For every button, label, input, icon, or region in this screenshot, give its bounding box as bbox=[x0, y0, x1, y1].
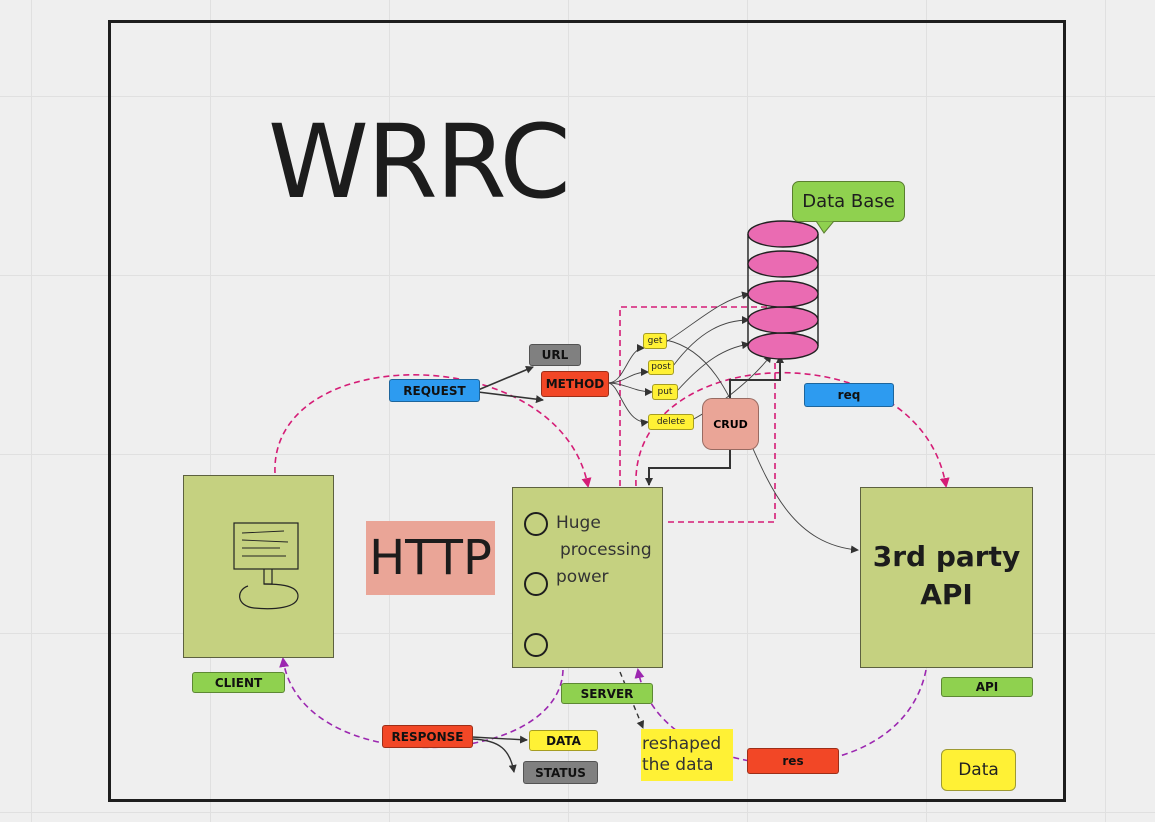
reshaped-note: reshaped the data bbox=[641, 729, 733, 781]
api-tag: API bbox=[941, 677, 1033, 697]
request-tag: REQUEST bbox=[389, 379, 480, 402]
request-flow-arrow bbox=[274, 374, 592, 488]
bullet-circle-icon bbox=[524, 572, 548, 596]
bullet-circle-icon bbox=[524, 633, 548, 657]
diagram-frame bbox=[108, 20, 1066, 802]
computer-monitor-icon bbox=[233, 522, 299, 610]
put-tag: put bbox=[652, 384, 678, 400]
database-icon bbox=[747, 220, 819, 360]
get-tag: get bbox=[643, 333, 667, 349]
data-tag: DATA bbox=[529, 730, 598, 751]
bullet-circle-icon bbox=[524, 512, 548, 536]
server-box: Huge processing power bbox=[512, 487, 663, 668]
third-party-line1: 3rd party bbox=[872, 540, 1021, 573]
post-tag: post bbox=[648, 360, 674, 375]
res-flow-arrow bbox=[634, 668, 927, 765]
client-box bbox=[183, 475, 334, 658]
database-note-label: Data Base bbox=[792, 181, 905, 222]
url-tag: URL bbox=[529, 344, 581, 366]
req-tag: req bbox=[804, 383, 894, 407]
diagram-title: WRRC bbox=[268, 103, 571, 222]
third-party-api-box: 3rd party API bbox=[860, 487, 1033, 668]
method-tag: METHOD bbox=[541, 371, 609, 397]
status-tag: STATUS bbox=[523, 761, 598, 784]
res-tag: res bbox=[747, 748, 839, 774]
server-tag: SERVER bbox=[561, 683, 653, 704]
reshaped-line2: the data bbox=[642, 755, 714, 775]
data-note-label: Data bbox=[941, 749, 1016, 791]
reshaped-line1: reshaped bbox=[642, 734, 722, 754]
http-label: HTTP bbox=[366, 521, 495, 595]
client-tag: CLIENT bbox=[192, 672, 285, 693]
third-party-line2: API bbox=[920, 578, 973, 611]
data-note: Data bbox=[941, 749, 1016, 801]
server-text-line: Huge bbox=[556, 513, 601, 533]
server-text-line: power bbox=[556, 567, 609, 587]
server-text-line: processing bbox=[560, 540, 652, 560]
crud-tag: CRUD bbox=[702, 398, 759, 450]
delete-tag: delete bbox=[648, 414, 694, 430]
database-note: Data Base bbox=[792, 181, 905, 234]
response-tag: RESPONSE bbox=[382, 725, 473, 748]
